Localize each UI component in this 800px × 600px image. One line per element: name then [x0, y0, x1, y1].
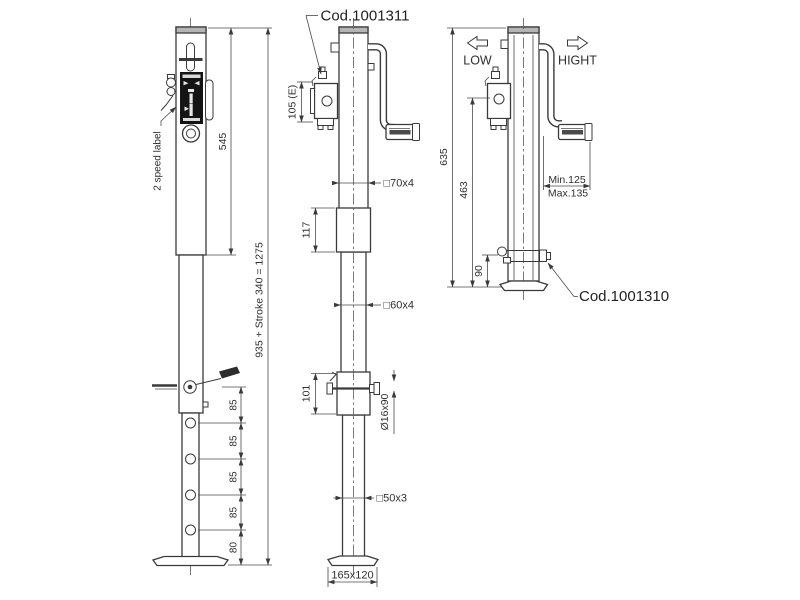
sticker-glyph: [188, 89, 194, 92]
hight-label: HIGHT: [558, 54, 597, 68]
side-inner-leg: [181, 412, 200, 559]
lock-pin-center: [187, 384, 193, 390]
hight-arrow-icon: [567, 35, 589, 51]
crank-grip-cap: [412, 123, 420, 141]
dim-max: Max.135: [548, 188, 588, 200]
grease-nipple: [202, 401, 209, 408]
gearbox-hook: [311, 76, 317, 87]
dim-463: 463: [458, 181, 470, 199]
grip-hatch-band: [562, 130, 583, 135]
sticker-glyph: [184, 106, 189, 111]
low-arrow-icon: [466, 35, 488, 51]
clamp-hook: [160, 95, 174, 111]
dim-545: 545: [217, 133, 229, 151]
dim-90: 90: [473, 265, 485, 277]
gearbox-shaft-bore: [321, 95, 333, 107]
gearbox-bolt-cap: [492, 66, 499, 72]
dim-hole-4: 85: [229, 507, 240, 519]
dim-tube-70: □70x4: [384, 178, 415, 190]
output-hub-bore: [186, 128, 196, 139]
pin-nut-right: [373, 382, 380, 395]
low-label: LOW: [463, 54, 492, 68]
dim-foot-80: 80: [229, 542, 240, 554]
dim-hole-1: 85: [229, 399, 240, 411]
dim-hole-3: 85: [229, 471, 240, 483]
gearbox-flange: [490, 118, 507, 126]
adjust-hole: [185, 489, 196, 501]
crankshaft-stub: [367, 63, 375, 71]
dim-total: 935 + Stroke 340 = 1275: [254, 242, 266, 358]
sticker-bottom-stripe: [183, 118, 200, 121]
gearbox-foot: [327, 125, 334, 130]
gearbox-bolt-cap: [319, 66, 326, 72]
side-foot-plate: [151, 555, 230, 567]
gearbox-foot: [490, 125, 497, 130]
pin-washer-right: [369, 384, 375, 393]
sticker-title-stripe: [182, 74, 201, 78]
gearbox-bolt: [491, 71, 500, 79]
clamp-ring: [166, 87, 176, 96]
dim-101: 101: [301, 385, 313, 403]
sticker-glyph: [189, 104, 193, 116]
crank-pipe-inner: [539, 44, 562, 127]
gearbox-flange: [317, 118, 334, 126]
dim-635: 635: [438, 148, 450, 166]
handle-bracket: [205, 79, 214, 121]
sticker-arrow-left-icon: [183, 81, 189, 86]
clamp-ring: [166, 77, 176, 88]
dim-117: 117: [301, 221, 313, 238]
sticker-arrow-right-icon: [194, 81, 200, 86]
input-shaft: [186, 42, 195, 72]
code-top-leader: [305, 15, 322, 75]
dim-hole-2: 85: [229, 435, 240, 447]
speed-label-text: 2 speed label: [153, 131, 164, 191]
crank-pipe-inner: [368, 44, 395, 130]
crank-grip-cap: [584, 123, 593, 141]
side-tube-cap: [175, 26, 207, 34]
gearbox-hook: [484, 76, 490, 87]
gearbox-shaft-bore: [493, 93, 505, 105]
mount-stub: [330, 42, 340, 53]
code-bottom-text: Cod.1001310: [579, 288, 669, 305]
dim-min: Min.125: [548, 174, 586, 186]
side-view: 2 speed label 545 935 + Stroke 340 = 127…: [151, 18, 272, 576]
gearbox-foot: [317, 125, 324, 130]
code-top-text: Cod.1001311: [321, 8, 410, 25]
sticker-glyph: [189, 93, 193, 104]
front-view: Cod.1001311 105 (E) □70x4 117 □60x4 101 …: [287, 8, 420, 587]
gearbox-bolt: [318, 71, 327, 79]
front-foot-plate: [326, 555, 380, 567]
adjust-hole: [185, 453, 196, 465]
crank-view: LOW HIGHT 635 463 90 Min.125 Max.135: [438, 18, 669, 305]
clamp-pin-tip: [546, 252, 551, 260]
gearbox-foot: [500, 125, 507, 130]
crank-foot-plate: [498, 280, 549, 292]
lock-lever-grip: [219, 366, 240, 379]
speed-label-leader: [160, 106, 177, 126]
dim-tube-50: □50x3: [377, 493, 408, 505]
clamp-nut-right: [539, 249, 547, 262]
lock-lever: [195, 378, 222, 385]
code-bottom-leader: [547, 262, 575, 297]
clamp-ring: [497, 246, 507, 257]
mount-stub: [500, 39, 509, 49]
pin-nut-left: [326, 382, 333, 395]
grip-hatch-band: [389, 130, 411, 135]
dim-foot-165: 165x120: [331, 570, 373, 582]
gearbox-plate: [310, 88, 315, 114]
dim-tube-60: □60x4: [384, 300, 415, 312]
adjust-hole: [185, 524, 196, 536]
dim-pin: Ø16x90: [379, 393, 391, 430]
clamp-nut-left: [503, 257, 511, 264]
dim-105e: 105 (E): [287, 85, 299, 119]
pin-wing-left: [329, 371, 337, 382]
adjust-hole: [185, 417, 196, 429]
